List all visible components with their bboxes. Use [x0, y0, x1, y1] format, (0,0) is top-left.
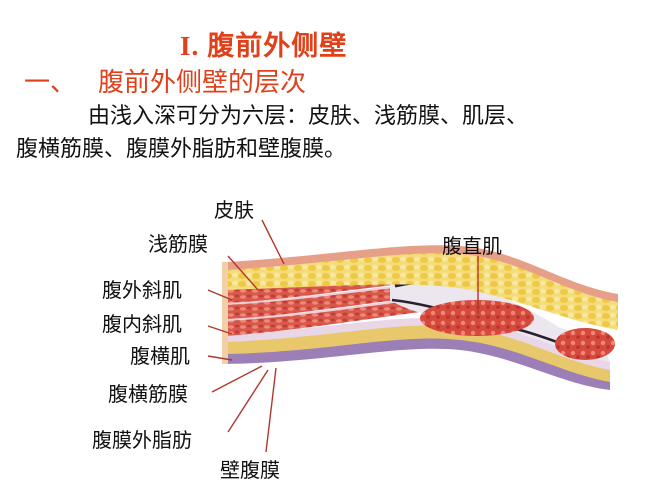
transversus-abdominis-layer: [226, 300, 420, 336]
cut-edge: [222, 262, 228, 364]
superficial-fascia-layer: [226, 251, 618, 330]
internal-oblique-layer: [226, 286, 414, 320]
label-skin: 皮肤: [214, 198, 254, 222]
rectus-abdominis-muscle: [420, 300, 534, 336]
section-number: 一、: [24, 68, 77, 98]
parietal-peritoneum-layer: [226, 335, 610, 390]
label-parietal-peritoneum: 壁腹膜: [220, 458, 280, 482]
transversalis-fascia-layer: [226, 317, 610, 370]
label-rectus-abdominis: 腹直肌: [442, 234, 502, 258]
label-extraperitoneal-fat: 腹膜外脂肪: [92, 428, 192, 452]
fascia-line: [225, 285, 406, 305]
skin-layer: [226, 245, 618, 302]
section-title: 腹前外侧壁的层次: [98, 68, 307, 98]
paragraph-line-1: 由浅入深可分为六层：皮肤、浅筋膜、肌层、: [88, 104, 529, 129]
rectus-abdominis-muscle-right: [555, 328, 615, 360]
heading-number: I.: [180, 31, 200, 61]
paragraph-line-2: 腹横筋膜、腹膜外脂肪和壁腹膜。: [16, 137, 347, 162]
label-external-oblique: 腹外斜肌: [102, 278, 182, 302]
section-heading: 一、腹前外侧壁的层次: [24, 62, 306, 99]
heading-title: 腹前外侧壁: [207, 31, 348, 62]
main-heading: I.腹前外侧壁: [180, 24, 347, 63]
fascia-line: [225, 299, 411, 321]
label-transversalis-fascia: 腹横筋膜: [108, 382, 188, 406]
leader-lines: [207, 219, 479, 453]
label-internal-oblique: 腹内斜肌: [102, 312, 182, 336]
label-superficial-fascia: 浅筋膜: [148, 232, 208, 256]
description-paragraph: 由浅入深可分为六层：皮肤、浅筋膜、肌层、 腹横筋膜、腹膜外脂肪和壁腹膜。: [16, 100, 529, 166]
label-transversus-abdominis: 腹横肌: [130, 344, 190, 368]
